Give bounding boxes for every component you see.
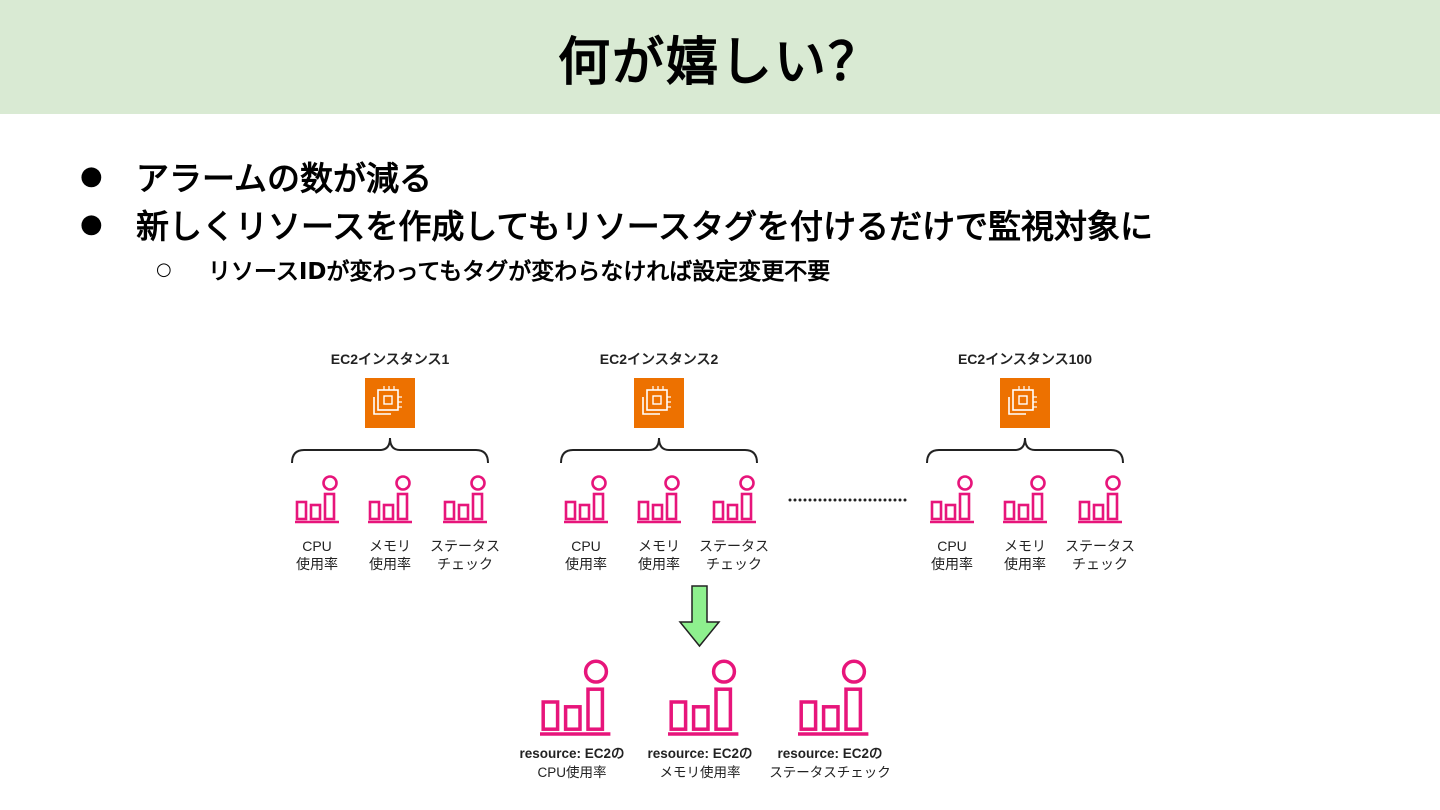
cloudwatch-alarm-icon — [1078, 475, 1122, 524]
ellipsis-dot — [883, 498, 887, 502]
aggregated-label-line1: resource: EC2の — [777, 746, 882, 761]
metric-label-line1: メモリ — [369, 538, 411, 554]
metric-alarm: ステータスチェック — [699, 475, 769, 572]
ellipsis-dot — [848, 498, 852, 502]
bullet-text: 新しくリソースを作成してもリソースタグを付けるだけで監視対象に — [136, 207, 1154, 246]
ellipsis-dot — [793, 498, 797, 502]
metric-label-line2: チェック — [437, 556, 493, 572]
metric-label-line1: ステータス — [1065, 538, 1135, 554]
ellipsis-dot — [853, 498, 857, 502]
metric-label-line2: チェック — [1072, 556, 1128, 572]
ellipsis-dot — [843, 498, 847, 502]
metric-label-line1: CPU — [571, 538, 601, 554]
metric-label-line1: CPU — [302, 538, 332, 554]
ellipsis-dot — [818, 498, 822, 502]
metric-label-line2: 使用率 — [369, 556, 411, 572]
metric-label-line1: ステータス — [699, 538, 769, 554]
cloudwatch-alarm-icon — [443, 475, 487, 524]
cloudwatch-alarm-icon — [798, 659, 869, 736]
bullet-marker: ● — [80, 161, 103, 191]
ec2-chip-icon — [1000, 378, 1050, 428]
curly-brace — [560, 437, 758, 464]
ellipsis-dot — [823, 498, 827, 502]
ellipsis-dot — [808, 498, 812, 502]
metric-label-line2: 使用率 — [931, 556, 973, 572]
cloudwatch-alarm-icon — [930, 475, 974, 524]
cloudwatch-alarm-icon — [368, 475, 412, 524]
ellipsis-dot — [788, 498, 792, 502]
metric-alarm: CPU 使用率 — [930, 475, 974, 572]
aggregated-label-line1: resource: EC2の — [647, 746, 752, 761]
sub-bullet-text: リソースIDが変わってもタグが変わらなければ設定変更不要 — [208, 259, 831, 285]
bullet-item: ● 新しくリソースを作成してもリソースタグを付けるだけで監視対象に — [80, 200, 1153, 248]
ellipsis-dot — [838, 498, 842, 502]
bullet-marker: ● — [80, 209, 103, 239]
sub-bullet-item: ○ リソースIDが変わってもタグが変わらなければ設定変更不要 — [156, 252, 830, 286]
down-arrow-icon — [678, 585, 721, 648]
aggregated-label-line2: ステータスチェック — [769, 765, 891, 780]
ellipsis-dot — [878, 498, 882, 502]
ellipsis-dot — [888, 498, 892, 502]
instance-label: EC2インスタンス100 — [958, 351, 1092, 367]
ellipsis-dot — [903, 498, 907, 502]
ellipsis-dot — [803, 498, 807, 502]
sub-bullet-marker: ○ — [156, 258, 172, 280]
instance-label: EC2インスタンス2 — [600, 351, 719, 367]
metric-label-line2: 使用率 — [565, 556, 607, 572]
cloudwatch-alarm-icon — [668, 659, 739, 736]
ellipsis-dot — [893, 498, 897, 502]
metric-label-line1: メモリ — [1004, 538, 1046, 554]
ellipsis-dot — [898, 498, 902, 502]
metric-label-line2: 使用率 — [1004, 556, 1046, 572]
metric-label-line2: チェック — [706, 556, 762, 572]
metric-alarm: メモリ使用率 — [368, 475, 412, 572]
cloudwatch-alarm-icon — [295, 475, 339, 524]
metric-label-line1: メモリ — [638, 538, 680, 554]
ellipsis-dot — [828, 498, 832, 502]
cloudwatch-alarm-icon — [1003, 475, 1047, 524]
metric-label-line2: 使用率 — [296, 556, 338, 572]
ellipsis-dots — [788, 498, 907, 502]
aggregated-label-line2: CPU使用率 — [537, 764, 606, 780]
cloudwatch-alarm-icon — [637, 475, 681, 524]
cloudwatch-alarm-icon — [712, 475, 756, 524]
ellipsis-dot — [833, 498, 837, 502]
ellipsis-dot — [813, 498, 817, 502]
ec2-chip-icon — [634, 378, 684, 428]
metric-alarm: ステータスチェック — [1065, 475, 1135, 572]
metric-label-line1: CPU — [937, 538, 967, 554]
ellipsis-dot — [873, 498, 877, 502]
metric-alarm: CPU 使用率 — [295, 475, 339, 572]
cloudwatch-alarm-icon — [564, 475, 608, 524]
bullet-item: ● アラームの数が減る — [80, 152, 432, 200]
ec2-chip-icon — [365, 378, 415, 428]
ellipsis-dot — [858, 498, 862, 502]
ellipsis-dot — [868, 498, 872, 502]
cloudwatch-alarm-icon — [540, 659, 611, 736]
aggregated-label-line2: メモリ使用率 — [660, 764, 741, 780]
curly-brace — [291, 437, 489, 464]
curly-brace — [926, 437, 1124, 464]
instance-label: EC2インスタンス1 — [331, 351, 450, 367]
page-title: 何が嬉しい？ — [557, 32, 882, 93]
metric-alarm: ステータスチェック — [430, 475, 500, 572]
aggregated-label-line1: resource: EC2の — [519, 746, 624, 761]
metric-label-line1: ステータス — [430, 538, 500, 554]
metric-alarm: メモリ使用率 — [1003, 475, 1047, 572]
bullet-text: アラームの数が減る — [136, 159, 433, 198]
aggregated-alarm: resource: EC2の CPU使用率 — [519, 659, 625, 780]
metric-alarm: メモリ使用率 — [637, 475, 681, 572]
metric-label-line2: 使用率 — [638, 556, 680, 572]
metric-alarm: CPU 使用率 — [564, 475, 608, 572]
ellipsis-dot — [798, 498, 802, 502]
title-bar: 何が嬉しい？ — [0, 0, 1440, 114]
ellipsis-dot — [863, 498, 867, 502]
